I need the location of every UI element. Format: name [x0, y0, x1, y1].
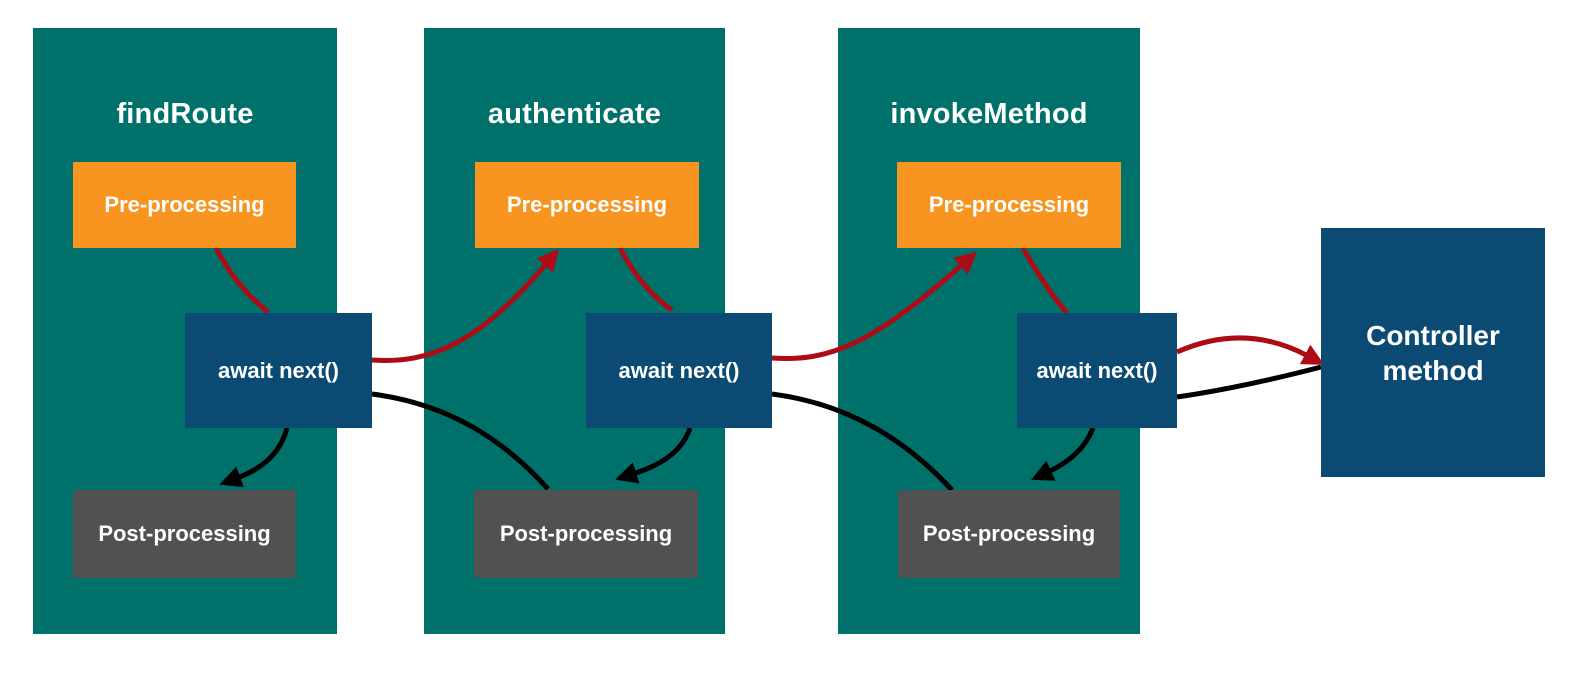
pre-processing-box-invokemethod: Pre-processing — [897, 162, 1121, 248]
post-processing-label: Post-processing — [499, 521, 673, 546]
arrow-response-controller-to-await3 — [1176, 364, 1322, 400]
column-title: authenticate — [487, 98, 662, 130]
pre-processing-box-authenticate: Pre-processing — [475, 162, 699, 248]
pre-processing-label: Pre-processing — [506, 192, 668, 217]
await-next-label: await next() — [1036, 357, 1158, 383]
await-next-label: await next() — [618, 357, 740, 383]
post-processing-label: Post-processing — [922, 521, 1096, 546]
pre-processing-label: Pre-processing — [928, 192, 1090, 217]
post-processing-box-authenticate: Post-processing — [474, 490, 698, 578]
pre-processing-box-findroute: Pre-processing — [73, 162, 296, 248]
await-next-box-findroute: await next() — [185, 313, 372, 428]
arrow-request-await3-to-controller — [1175, 335, 1325, 365]
await-next-box-invokemethod: await next() — [1017, 313, 1177, 428]
post-processing-box-invokemethod: Post-processing — [898, 490, 1120, 578]
pre-processing-label: Pre-processing — [104, 192, 265, 217]
await-next-box-authenticate: await next() — [586, 313, 772, 428]
post-processing-label: Post-processing — [98, 521, 271, 546]
controller-method-box: Controller method — [1321, 228, 1545, 477]
column-title: findRoute — [116, 98, 254, 130]
post-processing-box-findroute: Post-processing — [73, 490, 296, 578]
await-next-label: await next() — [217, 357, 340, 383]
controller-method-label: Controller method — [1366, 319, 1500, 386]
column-title: invokeMethod — [890, 98, 1088, 130]
